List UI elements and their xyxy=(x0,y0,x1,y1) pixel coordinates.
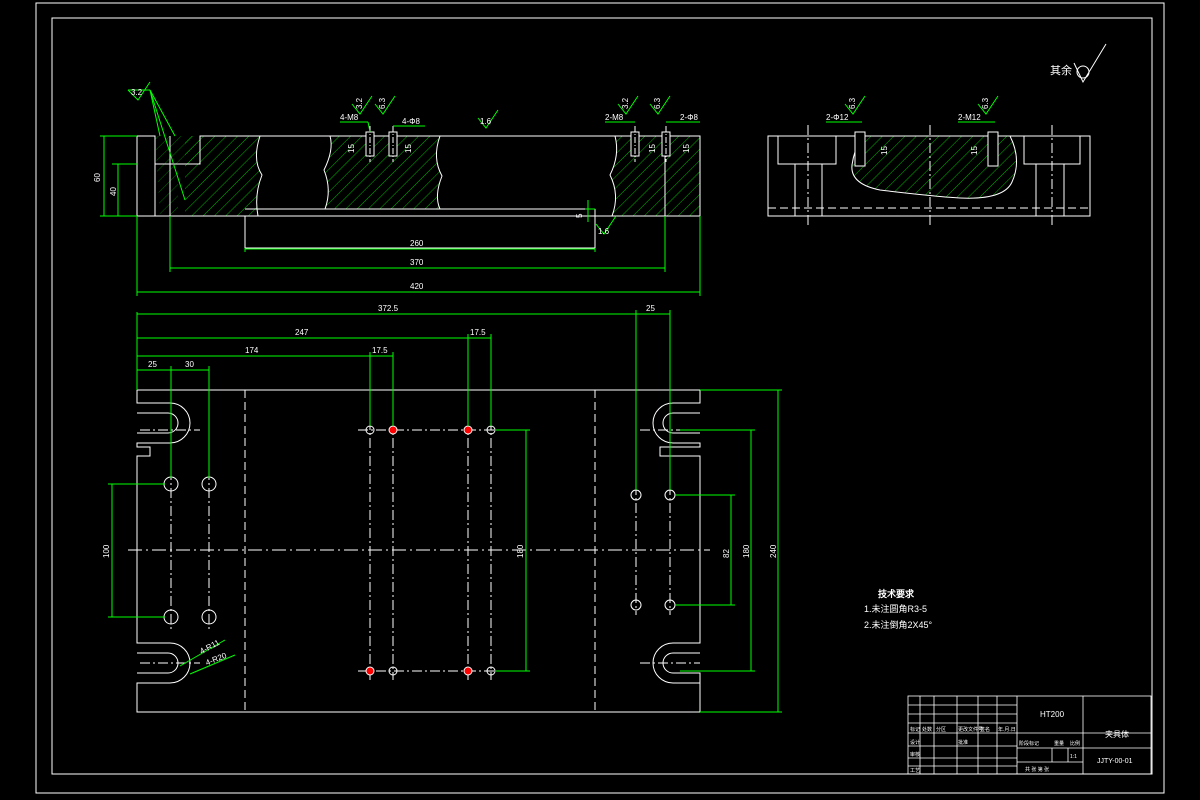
callout-2-m8: 2-M8 xyxy=(605,113,624,122)
tech-notes-line-1: 1.未注圆角R3-5 xyxy=(864,603,927,614)
title-scale-value: 1:1 xyxy=(1070,754,1077,760)
top-hole-mid-3 xyxy=(388,666,398,676)
top-hole-marked-1 xyxy=(388,425,398,435)
title-approve: 批准 xyxy=(958,739,968,746)
title-header-1: 分区 xyxy=(936,726,946,733)
callout-2-phi12: 2-Φ12 xyxy=(826,113,849,122)
title-scale-label: 比例 xyxy=(1070,740,1080,747)
hole-depth-c: 15 xyxy=(648,144,657,153)
dim-height-60: 60 xyxy=(93,173,102,182)
side-hole-depth-r: 15 xyxy=(970,146,979,155)
dim-17-5-a: 17.5 xyxy=(372,346,388,355)
title-weight-label: 重量 xyxy=(1054,740,1064,747)
front-hole-m8-right-b xyxy=(661,126,671,162)
roughness-label-m12-b: 6.3 xyxy=(981,97,990,109)
title-material: HT200 xyxy=(1040,710,1065,719)
dim-240: 240 xyxy=(769,544,778,558)
roughness-label-hole-b: 6.3 xyxy=(378,97,387,109)
sheet-inner-border xyxy=(51,17,1153,775)
dim-slot-depth: 5 xyxy=(575,213,584,218)
title-stage-label: 阶段标记 xyxy=(1019,740,1039,747)
hole-depth-b: 15 xyxy=(404,144,413,153)
top-hole-left-4 xyxy=(201,609,217,625)
tech-notes-title: 技术要求 xyxy=(878,588,915,599)
dim-82: 82 xyxy=(722,549,731,558)
roughness-label-top: 3.2 xyxy=(131,88,143,97)
callout-4-m8: 4-M8 xyxy=(340,113,359,122)
top-hole-marked-4 xyxy=(463,666,473,676)
dim-247: 247 xyxy=(295,328,309,337)
dim-260: 260 xyxy=(410,239,424,248)
top-hole-mid-4 xyxy=(486,666,496,676)
dim-174: 174 xyxy=(245,346,259,355)
front-hole-m8-left-b xyxy=(388,126,398,162)
callout-2-phi8: 2-Φ8 xyxy=(680,113,698,122)
roughness-label-right-a: 3.2 xyxy=(621,97,630,109)
title-row-label-2: 审核 xyxy=(910,751,920,758)
callout-2-m12: 2-M12 xyxy=(958,113,981,122)
top-hole-right-3 xyxy=(630,599,642,611)
top-hole-marked-2 xyxy=(463,425,473,435)
roughness-label-m12-a: 6.3 xyxy=(848,97,857,109)
title-header-3: 签名 xyxy=(980,726,990,733)
top-hole-marked-3 xyxy=(365,666,375,676)
hole-depth-d: 15 xyxy=(682,144,691,153)
side-hole-depth-l: 15 xyxy=(880,146,889,155)
roughness-label-right-b: 6.3 xyxy=(653,97,662,109)
dim-420: 420 xyxy=(410,282,424,291)
title-row-label-3: 工艺 xyxy=(910,768,920,774)
title-block xyxy=(907,695,1152,775)
side-view: 2-Φ12 2-M12 6.3 6.3 15 15 xyxy=(767,95,1091,225)
dim-100: 100 xyxy=(102,544,111,558)
top-view: 372.5 25 247 17.5 174 17.5 25 30 xyxy=(102,304,782,713)
dim-4-r20: 4-R20 xyxy=(204,651,228,668)
dim-180-right: 180 xyxy=(742,544,751,558)
front-hole-m8-right-a xyxy=(630,126,640,162)
sheet-outer-border xyxy=(35,2,1165,794)
callout-4-phi8: 4-Φ8 xyxy=(402,117,420,126)
title-row-label-0: 标记 xyxy=(910,726,920,733)
roughness-label-bottom: 1.6 xyxy=(598,227,610,236)
title-sheet-info: 共 张 第 张 xyxy=(1025,766,1049,773)
dim-372-5: 372.5 xyxy=(378,304,399,313)
dim-25-left: 25 xyxy=(148,360,157,369)
surface-finish-rest-symbol: 其余 xyxy=(1050,43,1107,84)
roughness-label-mid: 1.6 xyxy=(480,117,492,126)
front-view: 3.2 3.2 6.3 1.6 3.2 6.3 1.6 4-M8 4-Φ8 2-… xyxy=(93,81,701,296)
title-row-label-1: 设计 xyxy=(910,739,920,746)
title-header-2: 更改文件号 xyxy=(958,726,983,733)
dim-370: 370 xyxy=(410,258,424,267)
surface-finish-rest-label: 其余 xyxy=(1050,63,1072,77)
title-part-name: 夹具体 xyxy=(1105,729,1129,739)
title-header-0: 处数 xyxy=(922,726,932,733)
hole-depth-a: 15 xyxy=(347,144,356,153)
dim-17-5-b: 17.5 xyxy=(470,328,486,337)
title-header-4: 年.月.日 xyxy=(998,726,1016,733)
dim-25-right: 25 xyxy=(646,304,655,313)
dim-height-40: 40 xyxy=(109,187,118,196)
title-block-text: HT200 夹具体 JJTY-00-01 标记 设计 审核 工艺 处数 分区 更… xyxy=(910,710,1133,774)
dim-180-mid: 180 xyxy=(516,544,525,558)
tech-notes-line-2: 2.未注倒角2X45° xyxy=(864,619,933,630)
title-drawing-no: JJTY-00-01 xyxy=(1097,758,1133,765)
dim-30: 30 xyxy=(185,360,194,369)
roughness-label-hole-a: 3.2 xyxy=(355,97,364,109)
technical-requirements: 技术要求 1.未注圆角R3-5 2.未注倒角2X45° xyxy=(864,588,933,630)
